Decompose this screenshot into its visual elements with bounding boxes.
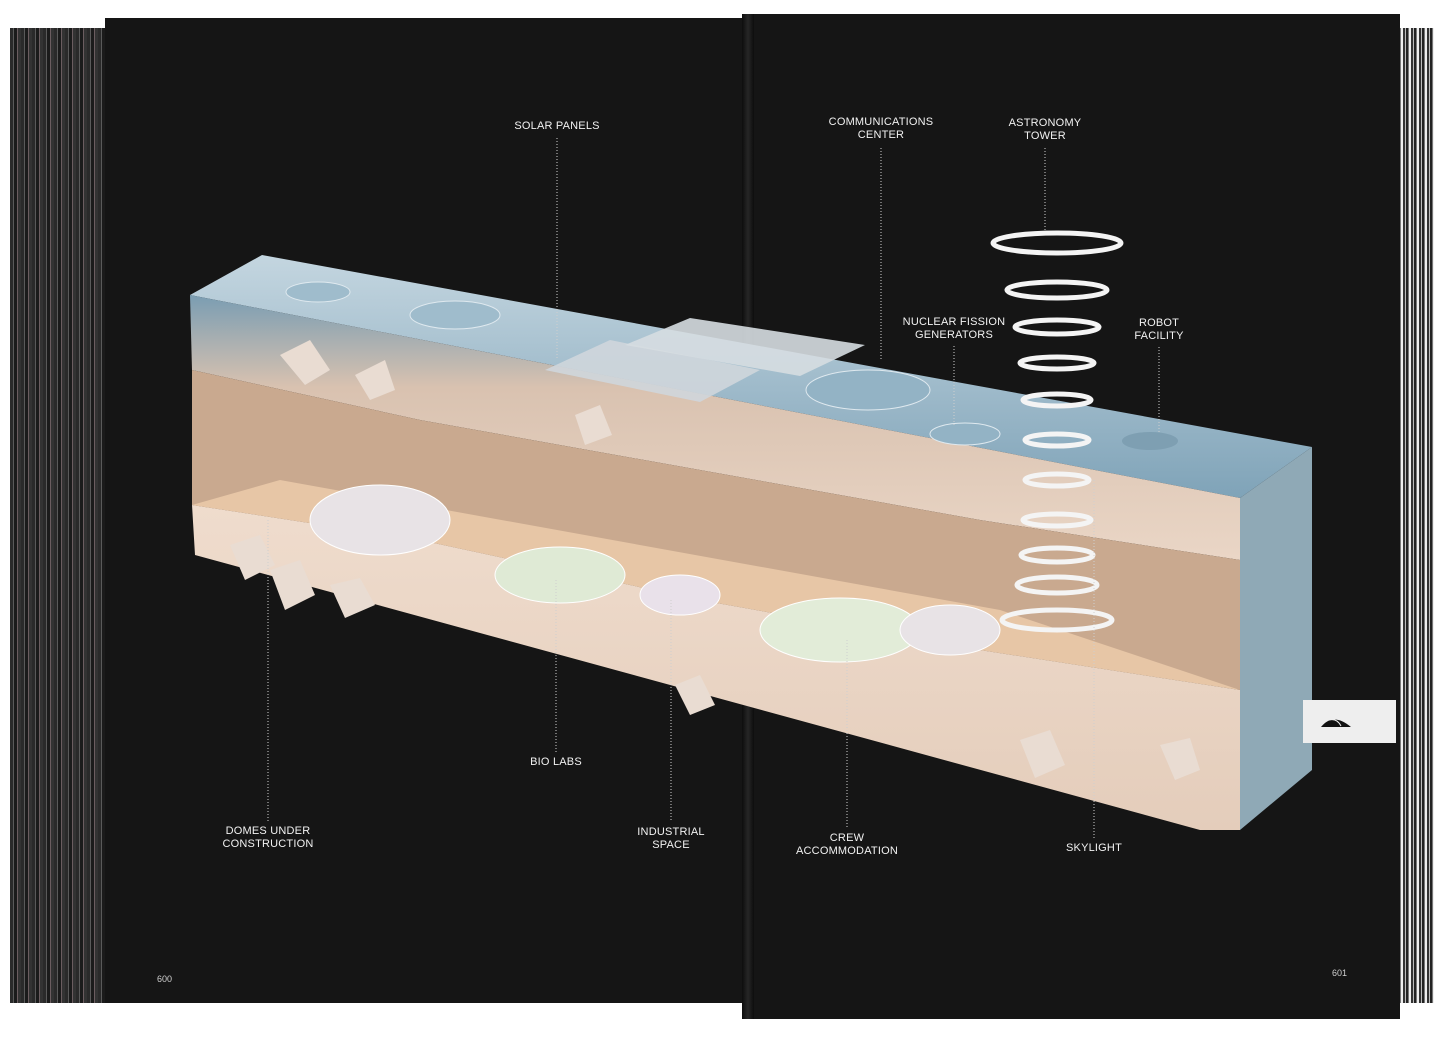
label-line: ROBOT — [1138, 317, 1180, 329]
label-skylight: SKYLIGHT — [1065, 842, 1123, 854]
upper-slab-front — [190, 295, 1240, 560]
label-line: CONSTRUCTION — [222, 838, 314, 850]
lower-slab-front — [192, 505, 1240, 830]
communications-dome-crater — [805, 369, 931, 411]
label-line: CENTER — [857, 129, 905, 141]
label-line: INDUSTRIAL — [637, 826, 705, 838]
page-number-right: 601 — [1332, 968, 1348, 978]
label-solar-panels: SOLAR PANELS — [514, 120, 600, 132]
page-number-left: 600 — [157, 974, 173, 984]
crew-dome — [899, 604, 1001, 656]
slab-right-side — [1240, 447, 1312, 830]
label-bio-labs: BIO LABS — [530, 756, 582, 768]
page-stack-right — [1398, 28, 1434, 1003]
dome — [309, 484, 451, 556]
crew-dome — [759, 597, 921, 663]
robot-crater — [1122, 432, 1178, 450]
astronomy-tower — [990, 230, 1124, 633]
label-line: DOMES UNDER — [225, 825, 311, 837]
page-stack-left — [10, 28, 106, 1003]
crater — [409, 300, 501, 330]
label-line: FACILITY — [1134, 330, 1184, 342]
crater — [285, 281, 351, 303]
industrial-dome — [639, 574, 721, 616]
generator-crater — [929, 422, 1001, 446]
solar-panel-array — [625, 318, 865, 376]
label-line: ASTRONOMY — [1008, 117, 1082, 129]
solar-panel-array — [545, 340, 760, 402]
label-line: TOWER — [1024, 130, 1066, 142]
label-line: GENERATORS — [914, 329, 993, 341]
chapter-tab — [1303, 700, 1396, 743]
label-line: NUCLEAR FISSION — [902, 316, 1006, 328]
label-line: COMMUNICATIONS — [828, 116, 934, 128]
dome-icon — [1321, 719, 1351, 727]
label-line: SPACE — [652, 839, 690, 851]
label-line: ACCOMMODATION — [795, 845, 899, 857]
label-line: CREW — [829, 832, 865, 844]
leader-lines — [267, 138, 1160, 838]
boulders — [230, 340, 1200, 780]
bio-lab-dome — [494, 546, 626, 604]
